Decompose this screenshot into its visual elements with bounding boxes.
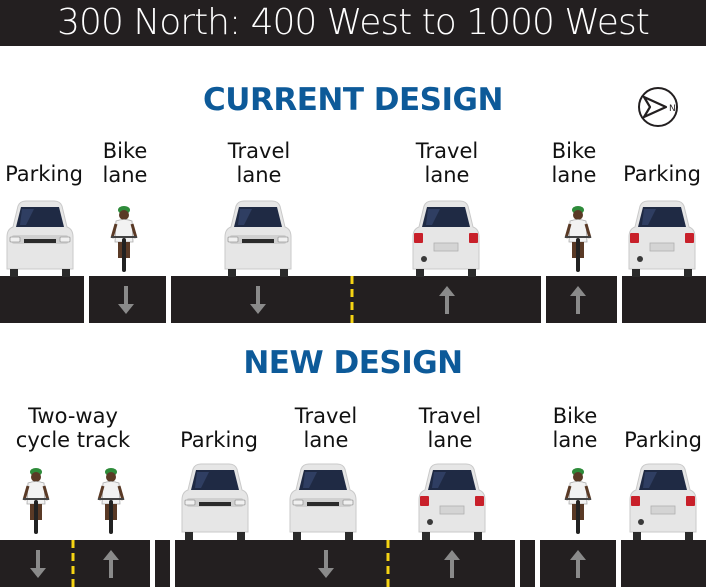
current-cyclist-right (563, 204, 593, 274)
page-title: 300 North: 400 West to 1000 West (0, 0, 706, 46)
new-cyclist-right (563, 466, 593, 536)
north-letter: N (669, 104, 676, 114)
new-car-parking-right (629, 463, 697, 541)
current-cyclist-left (109, 204, 139, 274)
new-road (0, 540, 706, 587)
new-cyclist-track-2 (96, 466, 126, 536)
current-car-parking-right (628, 200, 696, 278)
new-cyclist-track-1 (21, 466, 51, 536)
new-label-parking-right: Parking (624, 428, 702, 452)
new-design-title: NEW DESIGN (243, 345, 463, 381)
current-design-title: CURRENT DESIGN (203, 82, 503, 118)
north-arrow-icon: N (638, 87, 678, 127)
current-label-parking-left: Parking (5, 162, 83, 186)
new-car-parking-left (181, 463, 249, 541)
current-car-parking-left (6, 200, 74, 278)
current-car-travel-left (224, 200, 292, 278)
current-car-travel-right (412, 200, 480, 278)
new-label-parking-left: Parking (180, 428, 258, 452)
current-road (0, 276, 706, 323)
current-label-parking-right: Parking (623, 162, 701, 186)
new-car-travel-right (418, 463, 486, 541)
new-car-travel-left (289, 463, 357, 541)
